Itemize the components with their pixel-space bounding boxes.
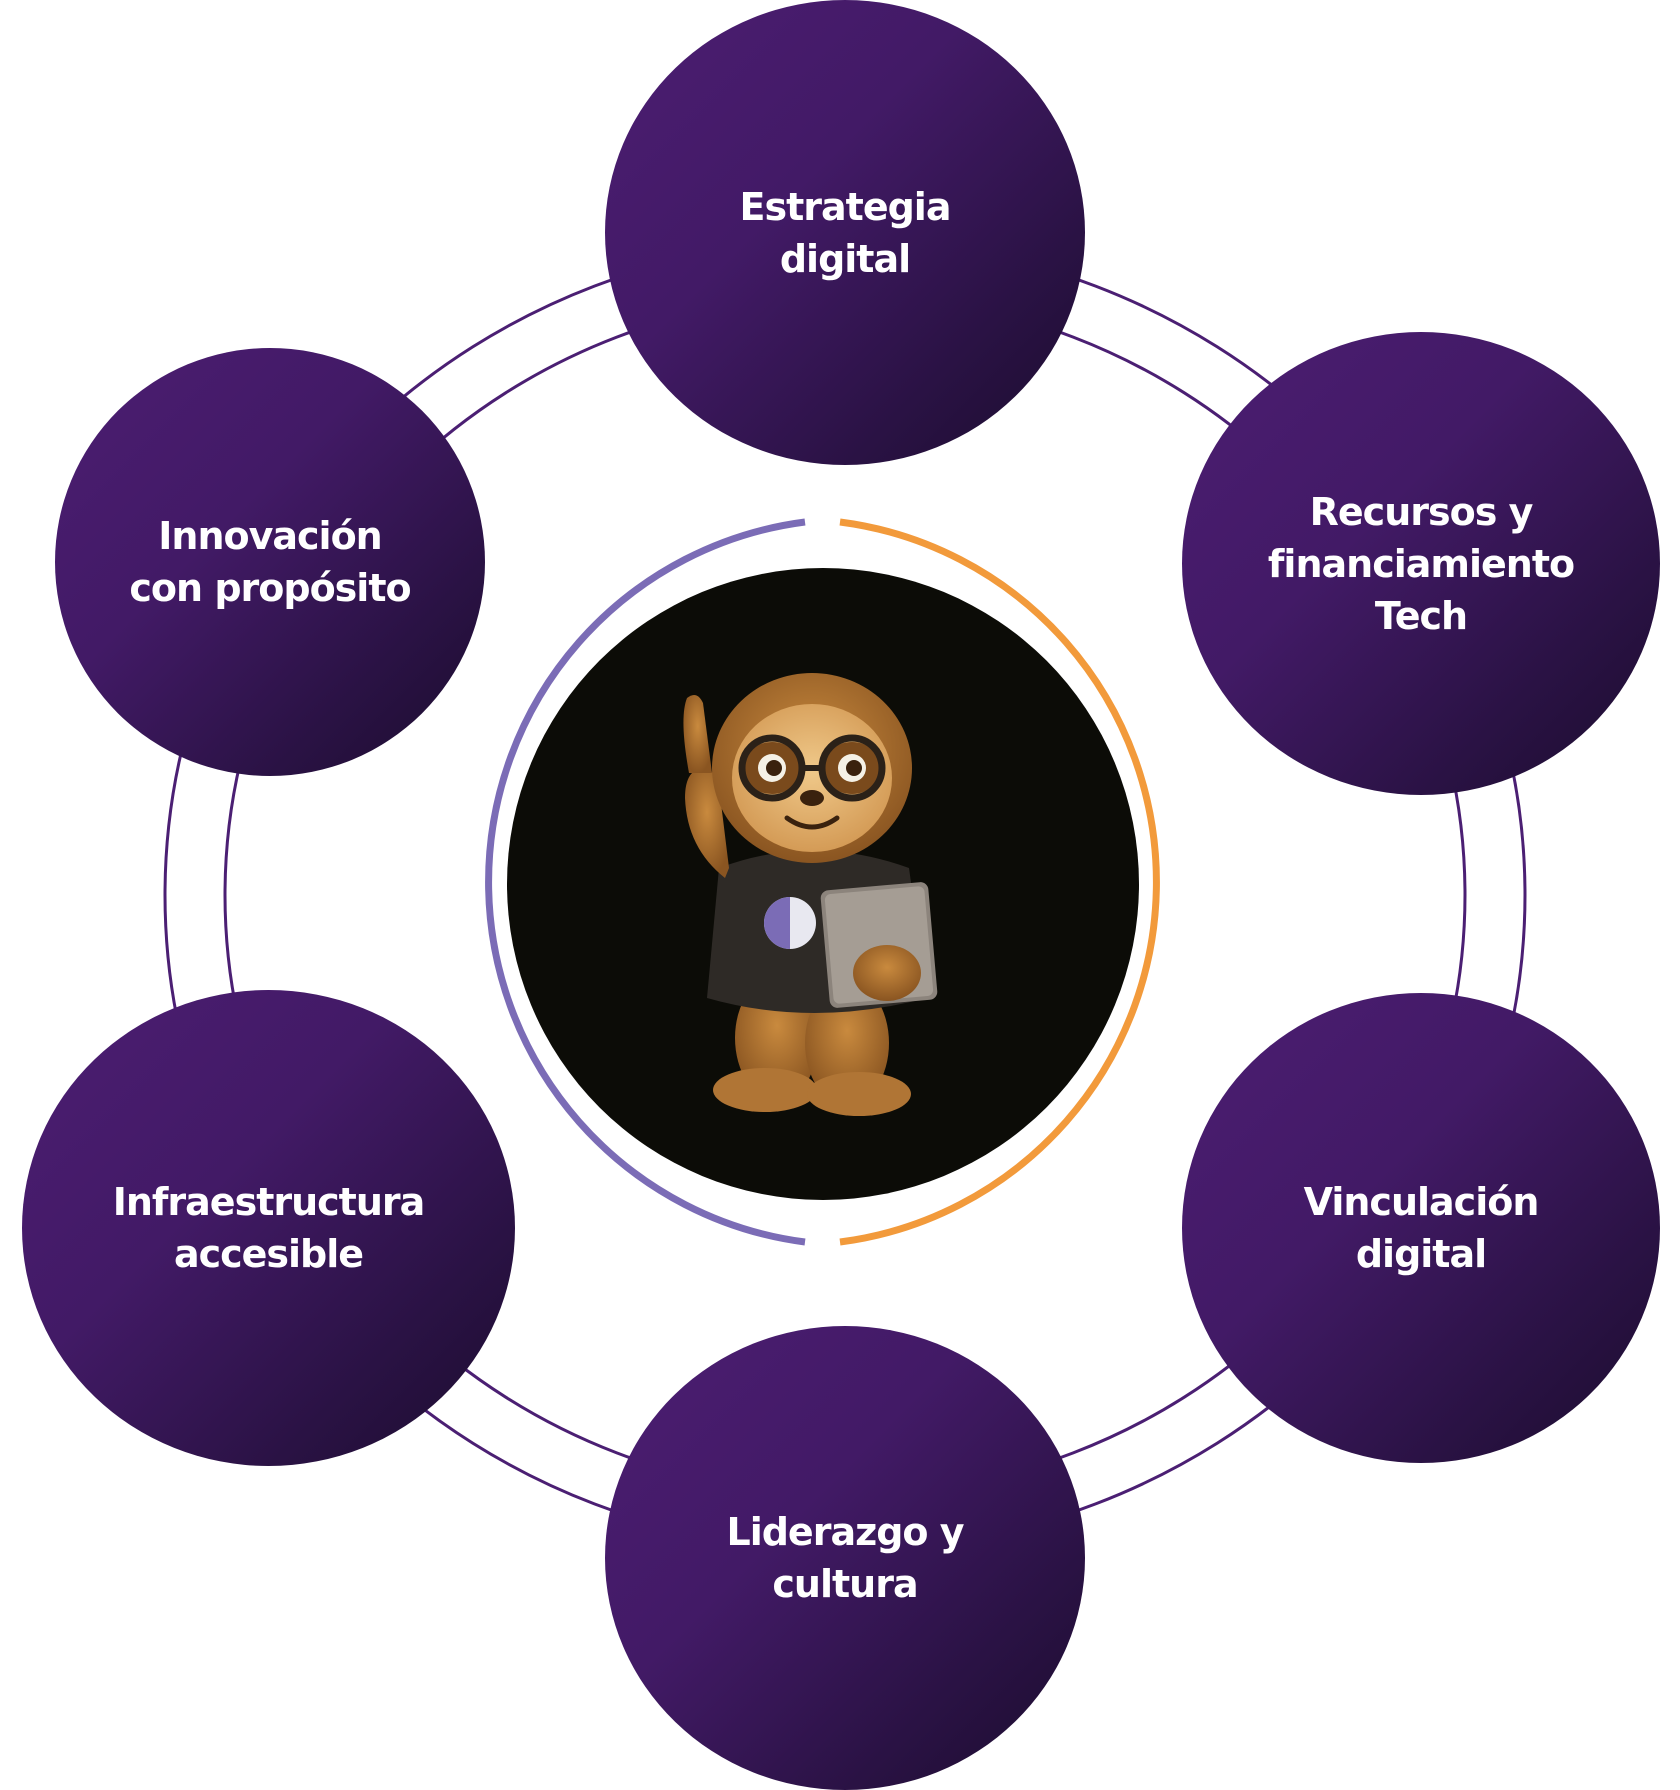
node-label: Recursos y financiamiento Tech [1267, 489, 1575, 638]
node-infraestructura-accesible[interactable]: Infraestructura accesible [22, 990, 515, 1466]
center-arc-right [839, 518, 1160, 1246]
center-disc [507, 568, 1139, 1200]
sloth-mascot-icon [683, 673, 938, 1116]
node-liderazgo-cultura[interactable]: Liderazgo y cultura [605, 1326, 1085, 1790]
node-label: Liderazgo y cultura [726, 1510, 964, 1606]
node-label: Vinculación digital [1303, 1180, 1540, 1276]
node-estrategia-digital[interactable]: Estrategia digital [605, 0, 1085, 465]
node-vinculacion-digital[interactable]: Vinculación digital [1182, 993, 1660, 1463]
node-innovacion-proposito[interactable]: Innovación con propósito [55, 348, 485, 776]
node-recursos-financiamiento-tech[interactable]: Recursos y financiamiento Tech [1182, 332, 1660, 795]
node-label: Estrategia digital [739, 184, 952, 281]
node-label: Infraestructura accesible [112, 1180, 426, 1276]
center-arc-left [485, 518, 806, 1246]
node-label: Innovación con propósito [129, 514, 411, 610]
